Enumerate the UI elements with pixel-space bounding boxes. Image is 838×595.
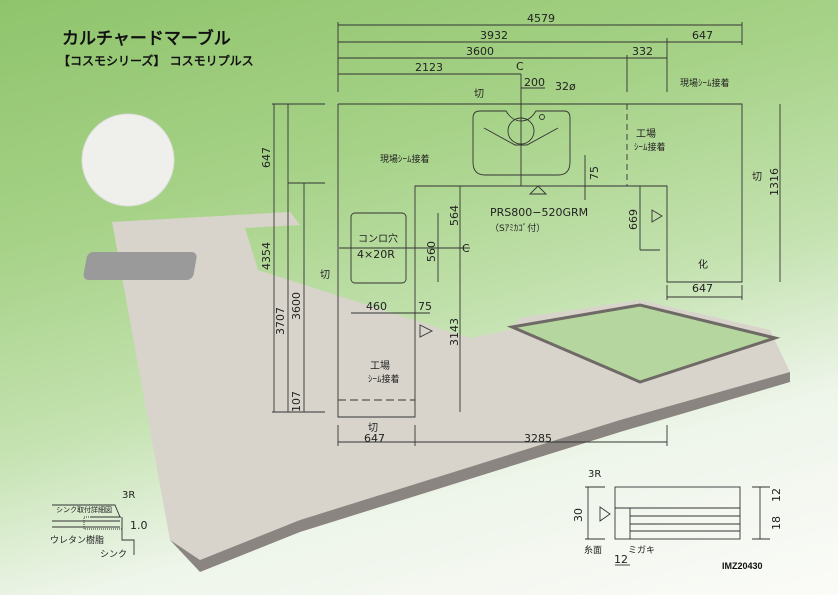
- dim-75-stove: 75: [418, 300, 432, 313]
- factory-seam-right: ｼｰﾑ接着: [634, 141, 666, 153]
- dim-200: 200: [524, 76, 545, 89]
- edge-top: 12: [770, 488, 783, 502]
- dim-647-left: 647: [260, 147, 273, 168]
- factory-label-left: 工場: [370, 359, 390, 372]
- dim-2123: 2123: [415, 61, 443, 74]
- dim-564: 564: [448, 205, 461, 226]
- edge-height: 30: [572, 508, 585, 522]
- dim-1316: 1316: [768, 168, 781, 196]
- finish-mark: 化: [698, 258, 708, 271]
- dim-669: 669: [627, 209, 640, 230]
- dim-4354: 4354: [260, 242, 273, 270]
- edge-chamfer: 糸面: [584, 544, 602, 556]
- sink-detail-resin: ウレタン樹脂: [50, 534, 104, 546]
- edge-bottom: 18: [770, 516, 783, 530]
- dim-647-right: 647: [692, 282, 713, 295]
- dim-3707: 3707: [274, 307, 287, 335]
- stove-hole-label: コンロ穴: [358, 232, 398, 245]
- dim-3143: 3143: [448, 318, 461, 346]
- dim-75-sink: 75: [588, 166, 601, 180]
- stove-radius: 4×20R: [357, 248, 395, 261]
- dim-3285: 3285: [524, 432, 552, 445]
- product-code: IMZ20430: [722, 561, 763, 571]
- dim-560: 560: [425, 241, 438, 262]
- center-mark-2: C: [462, 242, 470, 255]
- factory-label-right: 工場: [636, 127, 656, 140]
- sink-detail-sink: シンク: [100, 549, 127, 560]
- series-subtitle: 【コスモシリーズ】 コスモリプルス: [58, 54, 254, 68]
- field-seam-left: 現場ｼｰﾑ接着: [380, 153, 430, 165]
- edge-polish: ミガキ: [628, 545, 655, 556]
- countertop-photo: [81, 113, 790, 572]
- field-seam-right: 現場ｼｰﾑ接着: [680, 77, 730, 89]
- dim-4579: 4579: [527, 12, 555, 25]
- dim-107: 107: [290, 391, 303, 412]
- factory-seam-left: ｼｰﾑ接着: [368, 373, 400, 385]
- dim-3600-top: 3600: [466, 45, 494, 58]
- dim-332: 332: [632, 45, 653, 58]
- dim-647-bottom: 647: [364, 432, 385, 445]
- sink-model: PRS800−520GRM: [490, 206, 588, 219]
- sink-detail-title: シンク取付詳細図: [56, 505, 112, 514]
- dim-3932: 3932: [480, 29, 508, 42]
- edge-width: 12: [614, 553, 628, 566]
- center-mark: C: [516, 60, 524, 73]
- dim-647-top: 647: [692, 29, 713, 42]
- page-title: カルチャードマーブル: [62, 29, 231, 49]
- cut-mark-top: 切: [474, 88, 484, 100]
- edge-radius: 3R: [588, 469, 601, 480]
- dim-460: 460: [366, 300, 387, 313]
- sink-detail-thickness: 1.0: [130, 519, 148, 532]
- plan-lines: [52, 22, 781, 566]
- sink-detail-radius: 3R: [122, 490, 135, 501]
- cut-mark-right: 切: [752, 171, 762, 183]
- dim-3600-left: 3600: [290, 292, 303, 320]
- dim-32: 32ø: [555, 80, 576, 93]
- sink-note: （Sｱﾐｶｺﾞ付）: [490, 223, 545, 234]
- cut-mark-left: 切: [320, 269, 330, 281]
- cut-mark-bottom: 切: [368, 422, 378, 434]
